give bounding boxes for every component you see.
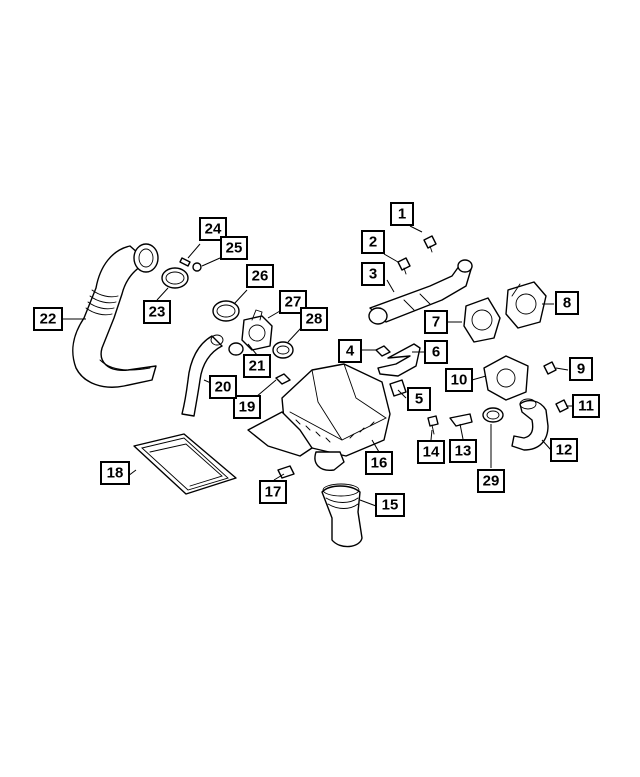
callout-16: 16 xyxy=(365,451,393,475)
callout-13: 13 xyxy=(449,439,477,463)
callout-label: 19 xyxy=(239,399,256,416)
screw-part xyxy=(543,361,569,413)
seal-ring-part xyxy=(212,300,240,322)
callout-26: 26 xyxy=(246,264,274,288)
callout-label: 14 xyxy=(423,444,440,461)
callout-label: 18 xyxy=(107,465,124,482)
callout-label: 23 xyxy=(149,304,166,321)
callout-label: 12 xyxy=(556,442,573,459)
callout-label: 13 xyxy=(455,443,472,460)
callout-23: 23 xyxy=(143,300,171,324)
clamp-part xyxy=(272,341,294,359)
callout-28: 28 xyxy=(300,307,328,331)
callout-label: 5 xyxy=(415,391,423,408)
bolt-part xyxy=(397,235,437,275)
callout-label: 1 xyxy=(398,206,406,223)
actuator-part xyxy=(505,281,547,329)
callout-label: 8 xyxy=(563,295,571,312)
leader-lines xyxy=(62,225,573,507)
callout-2: 2 xyxy=(361,230,385,254)
callout-4: 4 xyxy=(338,339,362,363)
callout-label: 16 xyxy=(371,455,388,472)
callout-24: 24 xyxy=(199,217,227,241)
throttle-body-part xyxy=(463,297,501,343)
fitting-part xyxy=(389,379,407,397)
hose-clamp-part xyxy=(161,267,189,289)
callout-29: 29 xyxy=(477,469,505,493)
callout-19: 19 xyxy=(233,395,261,419)
callout-25: 25 xyxy=(220,236,248,260)
callout-9: 9 xyxy=(569,357,593,381)
o-ring-part xyxy=(482,407,504,423)
callout-label: 9 xyxy=(577,361,585,378)
intake-hose-part xyxy=(72,243,159,388)
callout-22: 22 xyxy=(33,307,63,331)
inlet-tube-part xyxy=(368,259,473,325)
callout-label: 11 xyxy=(578,398,594,415)
o-ring-part xyxy=(228,342,244,356)
callout-1: 1 xyxy=(390,202,414,226)
bracket-part xyxy=(377,343,421,377)
callout-label: 28 xyxy=(306,311,323,328)
callout-20: 20 xyxy=(209,375,237,399)
sensor-housing-part xyxy=(241,309,273,351)
callout-17: 17 xyxy=(259,480,287,504)
callout-3: 3 xyxy=(361,262,385,286)
callout-label: 4 xyxy=(346,343,355,360)
callout-label: 27 xyxy=(285,294,302,311)
valve-housing-part xyxy=(483,355,529,401)
nut-part xyxy=(375,345,391,357)
callout-5: 5 xyxy=(407,387,431,411)
callout-15: 15 xyxy=(375,493,405,517)
callout-label: 22 xyxy=(40,311,57,328)
callout-label: 25 xyxy=(226,240,243,257)
callout-label: 3 xyxy=(369,266,377,283)
callout-label: 6 xyxy=(432,344,440,361)
callout-label: 24 xyxy=(205,221,222,238)
callout-label: 10 xyxy=(451,372,468,389)
breather-hose-part xyxy=(181,334,224,417)
callout-10: 10 xyxy=(445,368,473,392)
callout-11: 11 xyxy=(572,394,600,418)
callout-18: 18 xyxy=(100,461,130,485)
callout-label: 15 xyxy=(382,497,399,514)
callout-7: 7 xyxy=(424,310,448,334)
screw-part xyxy=(179,257,202,272)
callout-14: 14 xyxy=(417,440,445,464)
air-filter-part xyxy=(133,433,237,495)
callout-label: 2 xyxy=(369,234,377,251)
callout-21: 21 xyxy=(243,354,271,378)
callout-label: 29 xyxy=(483,473,500,490)
callout-label: 7 xyxy=(432,314,440,331)
callout-label: 20 xyxy=(215,379,232,396)
screw-part xyxy=(427,415,439,435)
callout-27: 27 xyxy=(279,290,307,314)
callout-label: 17 xyxy=(265,484,282,501)
clip-part xyxy=(275,373,291,385)
bracket-clip-part xyxy=(449,413,473,427)
callout-12: 12 xyxy=(550,438,578,462)
callout-label: 26 xyxy=(252,268,269,285)
callout-6: 6 xyxy=(424,340,448,364)
callout-label: 21 xyxy=(249,358,266,375)
intake-duct-part xyxy=(321,483,363,548)
elbow-hose-part xyxy=(511,398,549,451)
callout-8: 8 xyxy=(555,291,579,315)
air-cleaner-housing-part xyxy=(247,363,391,471)
